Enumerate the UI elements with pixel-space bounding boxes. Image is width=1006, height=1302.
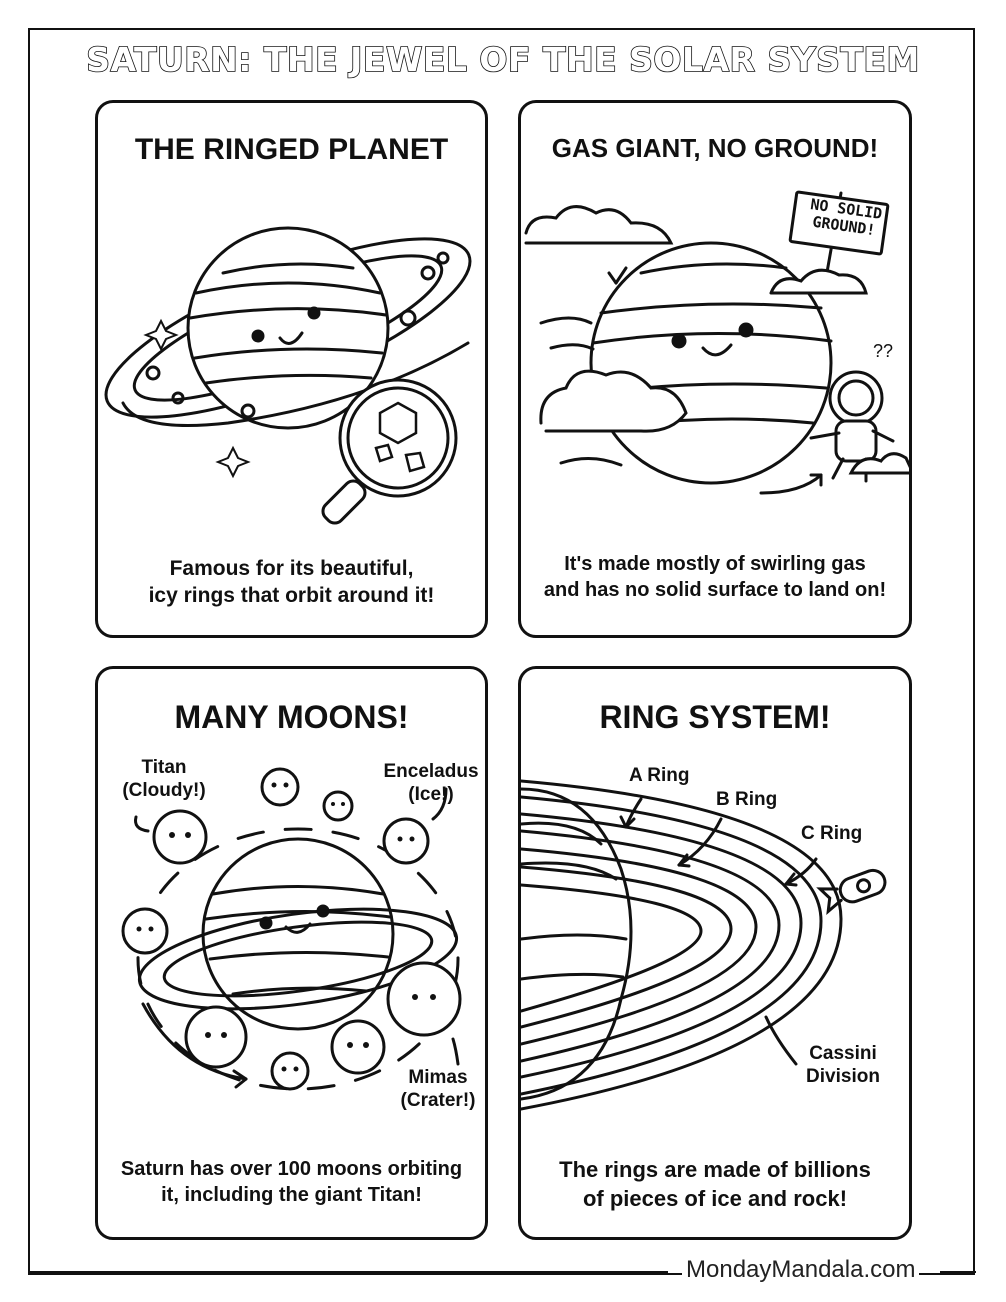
footer: MondayMandala.com [0,1256,1006,1288]
panel-ring-system: RING SYSTEM! A Ring B Ring C Ring Cassin… [518,666,912,1240]
label-mimas: Mimas (Crater!) [390,1067,485,1113]
label-line: Cassini [809,1043,877,1064]
question-marks: ?? [873,341,894,361]
moon-name: Titan [141,757,187,778]
panel-title: THE RINGED PLANET [134,133,449,166]
panel-caption: Famous for its beautiful, icy rings that… [98,555,485,610]
caption-line: it, including the giant Titan! [161,1184,422,1206]
panel-many-moons: MANY MOONS! [95,666,488,1240]
caption-line: The rings are made of billions [559,1157,871,1182]
gas-giant-illustration [524,190,909,495]
panel-gas-giant: GAS GIANT, NO GROUND! [518,100,912,638]
panel-title: MANY MOONS! [174,699,409,735]
panel-caption: It's made mostly of swirling gas and has… [521,551,909,603]
caption-line: icy rings that orbit around it! [148,584,435,608]
panel-title: RING SYSTEM! [599,699,831,735]
footer-rule [940,1271,976,1273]
label-cassini-division: Cassini Division [793,1043,893,1089]
label-enceladus: Enceladus (Ice!) [376,761,485,807]
ringed-planet-illustration [104,226,472,525]
moon-name: Enceladus [383,761,479,782]
panel-title: GAS GIANT, NO GROUND! [551,133,879,163]
label-titan: Titan (Cloudy!) [116,757,212,803]
label-line: Division [806,1065,880,1087]
panel-caption: The rings are made of billions of pieces… [521,1156,909,1213]
label-b-ring: B Ring [716,789,778,810]
moon-note: (Cloudy!) [122,779,206,801]
page-title: SATURN: THE JEWEL OF THE SOLAR SYSTEM [85,39,920,80]
panel-ringed-planet: THE RINGED PLANET Famous for its beautif… [95,100,488,638]
label-a-ring: A Ring [629,765,690,786]
moons-illustration [121,767,462,1091]
page-border [28,28,975,1275]
ring-system-illustration [521,779,887,1111]
label-c-ring: C Ring [801,823,863,844]
caption-line: Saturn has over 100 moons orbiting [120,1158,463,1180]
caption-line: Famous for its beautiful, [169,557,414,580]
moon-note: (Ice!) [408,783,454,805]
caption-line: and has no solid surface to land on! [543,579,887,601]
moon-name: Mimas [408,1067,468,1088]
footer-rule [28,1271,668,1273]
footer-brand-link[interactable]: MondayMandala.com [682,1256,920,1284]
caption-line: of pieces of ice and rock! [582,1185,848,1211]
caption-line: It's made mostly of swirling gas [564,553,866,575]
moon-note: (Crater!) [400,1089,476,1111]
panel-caption: Saturn has over 100 moons orbiting it, i… [98,1156,485,1208]
